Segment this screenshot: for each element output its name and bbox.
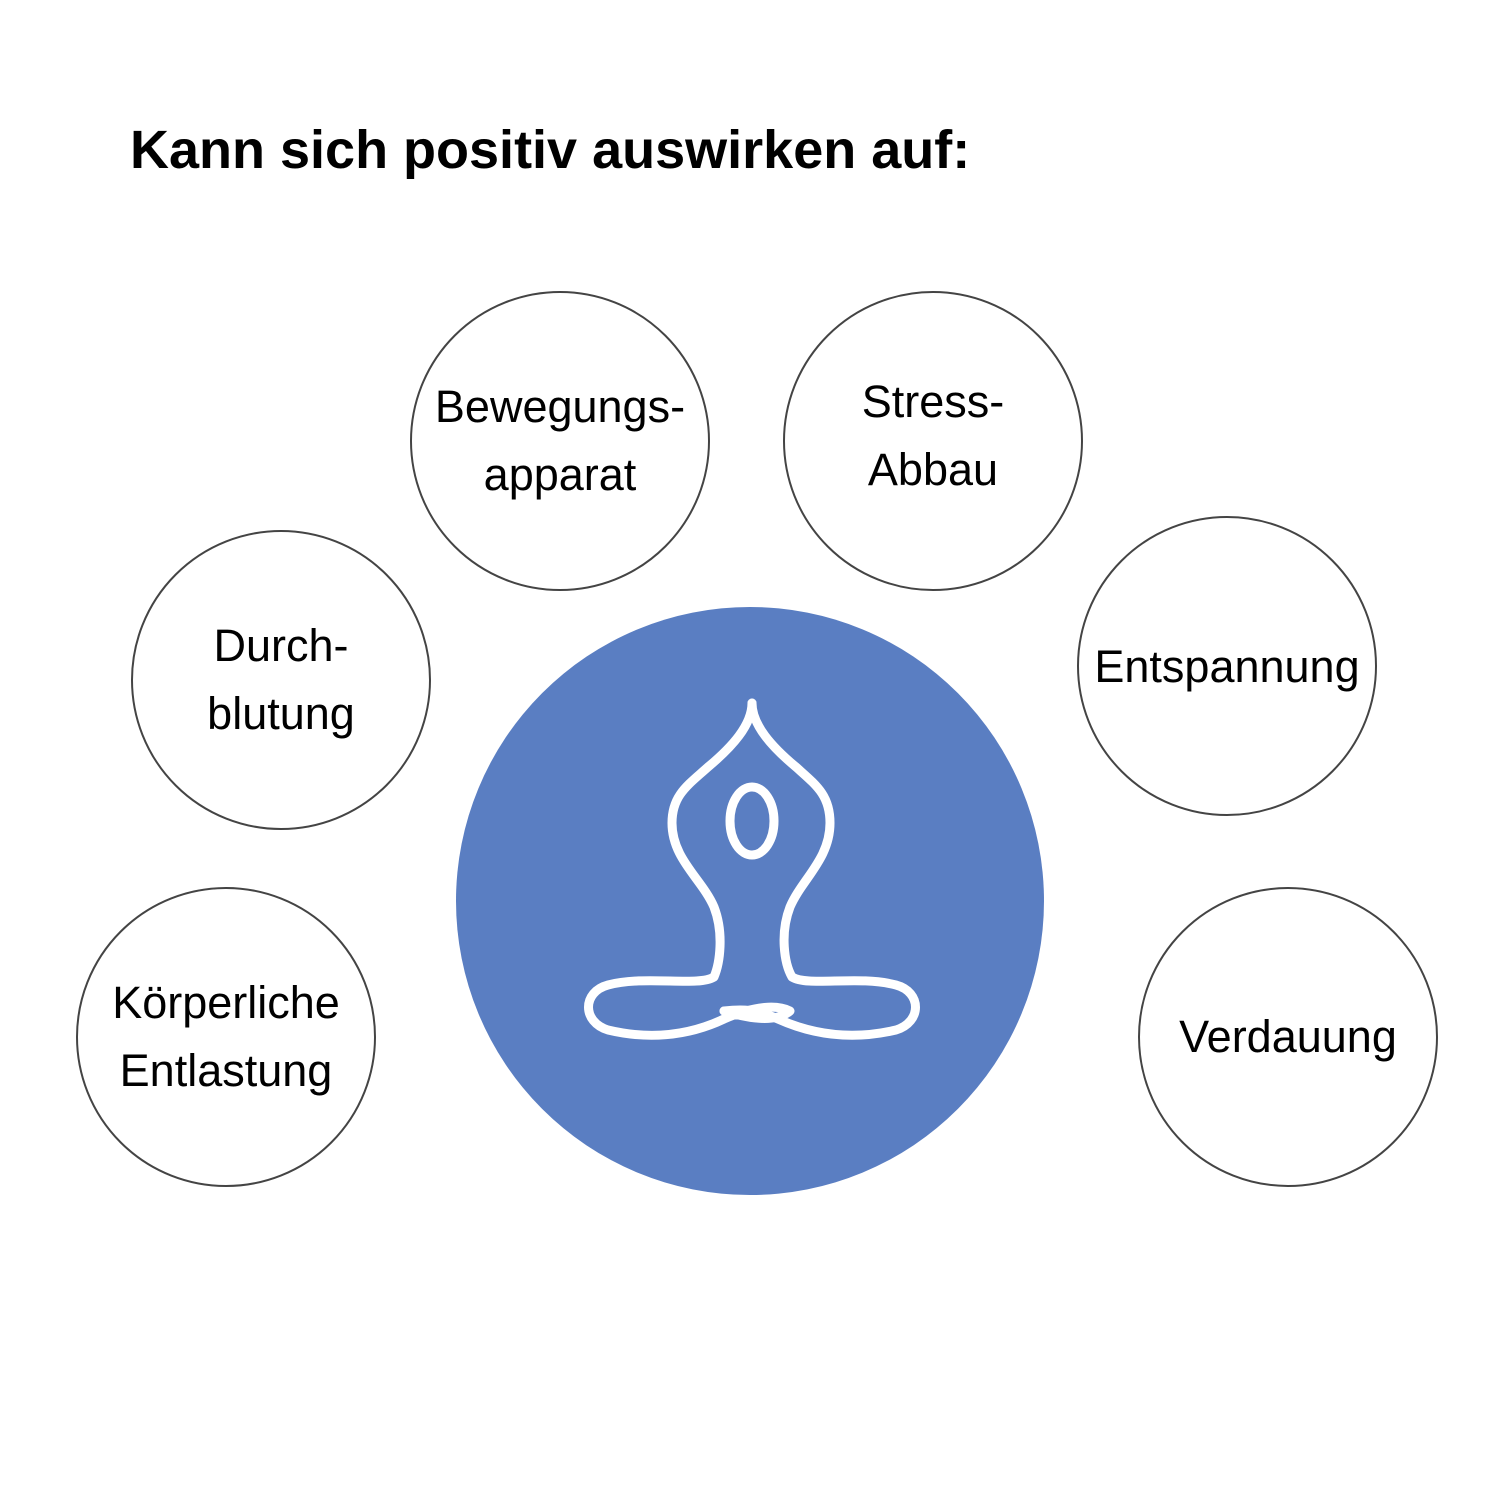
bubble-label: Durch- blutung	[207, 612, 355, 748]
bubble-label-line: Durch-	[213, 620, 349, 671]
bubble-label: Stress- Abbau	[862, 368, 1005, 504]
bubble-label-line: Abbau	[867, 444, 999, 495]
bubble-label: Bewegungs- apparat	[435, 373, 685, 509]
bubble-durchblutung: Durch- blutung	[131, 530, 431, 830]
bubble-bewegungsapparat: Bewegungs- apparat	[410, 291, 710, 591]
bubble-koerperliche-entlastung: Körperliche Entlastung	[76, 887, 376, 1187]
bubble-label: Entspannung	[1094, 633, 1359, 701]
bubble-label: Verdauung	[1179, 1003, 1397, 1071]
diagram-title: Kann sich positiv auswirken auf:	[130, 120, 971, 180]
bubble-label-line: Entlastung	[119, 1045, 333, 1096]
bubble-entspannung: Entspannung	[1077, 516, 1377, 816]
meditation-pose-icon	[456, 607, 1044, 1195]
bubble-label-line: Entspannung	[1094, 640, 1360, 692]
bubble-label-line: Verdauung	[1179, 1011, 1397, 1062]
meditation-head	[725, 782, 779, 860]
bubble-verdauung: Verdauung	[1138, 887, 1438, 1187]
center-circle-fill	[456, 607, 1044, 1195]
bubble-label-line: Stress-	[861, 376, 1005, 427]
bubble-label-line: blutung	[207, 688, 355, 739]
bubble-label-line: Bewegungs-	[434, 381, 686, 432]
bubble-label: Körperliche Entlastung	[112, 969, 340, 1105]
bubble-stress-abbau: Stress- Abbau	[783, 291, 1083, 591]
meditation-body-outline	[719, 698, 920, 1040]
bubble-label-line: Körperliche	[112, 977, 340, 1028]
center-circle	[456, 607, 1044, 1195]
bubble-label-line: apparat	[483, 449, 637, 500]
